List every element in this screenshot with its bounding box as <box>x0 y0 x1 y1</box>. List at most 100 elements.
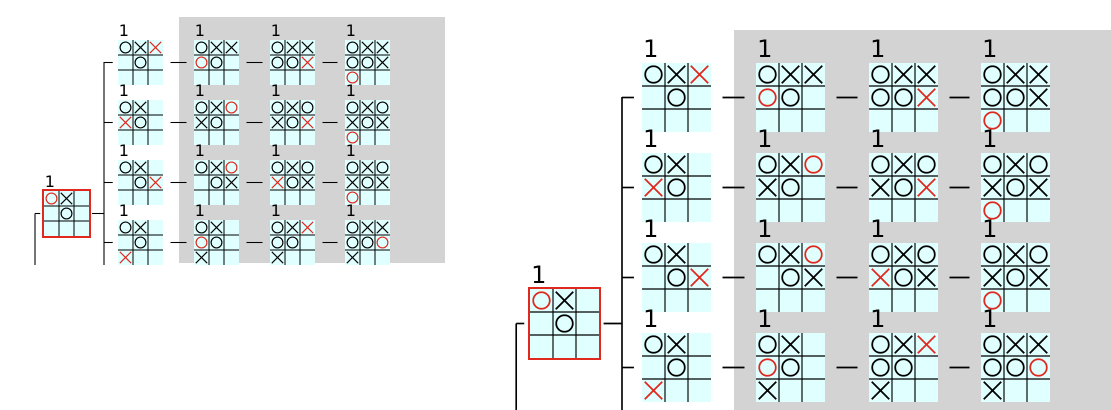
move-count-label: 1 <box>270 80 281 100</box>
board-grid <box>642 153 711 222</box>
board-r4-c2[interactable] <box>756 333 825 402</box>
o-mark <box>644 245 663 264</box>
root-board[interactable] <box>42 189 91 238</box>
board-r4-c1[interactable] <box>642 333 711 402</box>
o-mark <box>1006 268 1025 287</box>
move-count-label: 1 <box>870 304 886 333</box>
move-count-label: 1 <box>870 124 886 153</box>
x-mark <box>871 268 890 287</box>
x-mark <box>781 245 800 264</box>
x-mark <box>781 335 800 354</box>
x-mark <box>690 268 709 287</box>
board-r1-c2[interactable] <box>756 63 825 132</box>
board-grid <box>756 243 825 312</box>
board-r2-c1[interactable] <box>118 100 163 145</box>
board-r4-c2[interactable] <box>194 220 239 265</box>
o-mark <box>917 155 936 174</box>
x-mark <box>195 251 208 264</box>
move-count-label: 1 <box>757 34 773 63</box>
board-r3-c3[interactable] <box>270 160 315 205</box>
x-mark <box>346 176 359 189</box>
x-mark <box>894 155 913 174</box>
board-r4-c1[interactable] <box>118 220 163 265</box>
x-mark <box>1029 65 1048 84</box>
board-r3-c1[interactable] <box>118 160 163 205</box>
o-mark <box>210 56 223 69</box>
o-mark <box>346 191 359 204</box>
x-mark <box>667 335 686 354</box>
o-mark <box>871 155 890 174</box>
x-mark <box>60 192 73 205</box>
board-r2-c3[interactable] <box>869 153 938 222</box>
board-r1-c1[interactable] <box>118 40 163 85</box>
board-r1-c3[interactable] <box>869 63 938 132</box>
board-r2-c1[interactable] <box>642 153 711 222</box>
o-mark <box>346 221 359 234</box>
board-r3-c4[interactable] <box>345 160 390 205</box>
x-mark <box>667 245 686 264</box>
x-mark <box>758 381 777 400</box>
o-mark <box>983 88 1002 107</box>
x-mark <box>894 335 913 354</box>
board-r2-c4[interactable] <box>981 153 1050 222</box>
o-mark <box>781 178 800 197</box>
o-mark <box>983 245 1002 264</box>
move-count-label: 1 <box>345 140 356 160</box>
x-mark <box>376 221 389 234</box>
root-board[interactable] <box>528 287 601 360</box>
o-mark <box>361 176 374 189</box>
board-r3-c2[interactable] <box>194 160 239 205</box>
move-count-label: 1 <box>194 80 205 100</box>
x-mark <box>286 221 299 234</box>
move-count-label: 1 <box>982 34 998 63</box>
o-mark <box>271 56 284 69</box>
x-mark <box>210 41 223 54</box>
board-r3-c4[interactable] <box>981 243 1050 312</box>
board-grid <box>345 40 390 85</box>
board-r1-c2[interactable] <box>194 40 239 85</box>
board-r2-c2[interactable] <box>194 100 239 145</box>
board-r4-c4[interactable] <box>345 220 390 265</box>
move-count-label: 1 <box>345 80 356 100</box>
move-count-label: 1 <box>270 140 281 160</box>
x-mark <box>983 178 1002 197</box>
o-mark <box>1029 245 1048 264</box>
board-r1-c1[interactable] <box>642 63 711 132</box>
board-r3-c1[interactable] <box>642 243 711 312</box>
x-mark <box>210 101 223 114</box>
move-count-label: 1 <box>194 200 205 220</box>
x-mark <box>667 65 686 84</box>
x-mark <box>690 65 709 84</box>
x-mark <box>644 381 663 400</box>
board-r2-c4[interactable] <box>345 100 390 145</box>
board-r3-c2[interactable] <box>756 243 825 312</box>
o-mark <box>134 176 147 189</box>
board-r2-c2[interactable] <box>756 153 825 222</box>
board-r2-c3[interactable] <box>270 100 315 145</box>
board-grid <box>118 220 163 265</box>
board-r3-c3[interactable] <box>869 243 938 312</box>
board-r1-c4[interactable] <box>345 40 390 85</box>
board-r4-c3[interactable] <box>869 333 938 402</box>
x-mark <box>134 101 147 114</box>
move-count-label: 1 <box>345 20 356 40</box>
board-grid <box>981 153 1050 222</box>
x-mark <box>301 41 314 54</box>
o-mark <box>667 268 686 287</box>
board-r1-c3[interactable] <box>270 40 315 85</box>
board-r4-c4[interactable] <box>981 333 1050 402</box>
board-grid <box>869 63 938 132</box>
o-mark <box>346 41 359 54</box>
board-r4-c3[interactable] <box>270 220 315 265</box>
x-mark <box>346 116 359 129</box>
o-mark <box>134 236 147 249</box>
board-r1-c4[interactable] <box>981 63 1050 132</box>
x-mark <box>301 56 314 69</box>
board-grid <box>270 160 315 205</box>
o-mark <box>532 291 551 310</box>
x-mark <box>1006 245 1025 264</box>
o-mark <box>286 236 299 249</box>
board-grid <box>270 220 315 265</box>
o-mark <box>983 201 1002 220</box>
x-mark <box>134 41 147 54</box>
